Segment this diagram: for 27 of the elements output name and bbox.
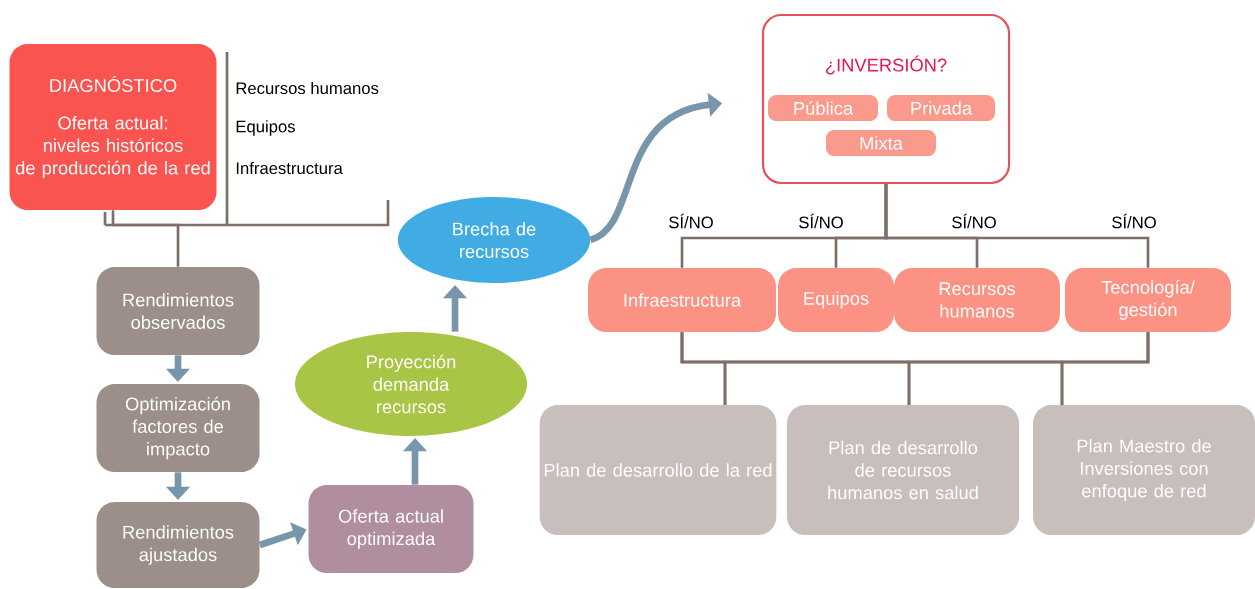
- connector-line: [884, 184, 1150, 268]
- process-box: Rendimientos ajustados: [96, 502, 260, 588]
- process-box: Oferta actual optimizada: [308, 485, 474, 573]
- connector-line: [111, 210, 180, 267]
- resource-box: Tecnología/ gestión: [1065, 268, 1231, 332]
- process-box: Rendimientos observados: [96, 267, 260, 355]
- resource-box: Equipos: [778, 268, 894, 332]
- edge-label: SÍ/NO: [666, 212, 716, 230]
- resource-label: Recursos humanos: [236, 81, 379, 95]
- resource-box: Infraestructura: [588, 268, 776, 332]
- node-label: Recursos humanos: [939, 282, 1016, 318]
- resource-box: Recursos humanos: [894, 268, 1060, 332]
- edge-label: SÍ/NO: [796, 212, 846, 230]
- option-pill: Mixta: [826, 130, 936, 156]
- edge-label: SÍ/NO: [949, 212, 999, 230]
- plan-box: Plan de desarrollo de la red: [539, 405, 777, 535]
- connector-line: [1060, 332, 1150, 405]
- process-box: DIAGNÓSTICO Oferta actual: niveles históricos de producción de la red: [9, 44, 217, 210]
- plan-box: Plan de desarrollo de recursos humanos en salud: [787, 405, 1019, 535]
- resource-label: Infraestructura: [236, 161, 343, 175]
- edge-label: SÍ/NO: [1109, 212, 1159, 230]
- node-label: Equipos: [804, 291, 869, 309]
- plan-box: Plan Maestro de Inversiones con enfoque de red: [1033, 405, 1255, 535]
- option-pill: Pública: [768, 95, 878, 121]
- process-box: Optimización factores de impacto: [96, 384, 260, 472]
- option-pill: Privada: [887, 95, 995, 121]
- resource-label: Equipos: [236, 120, 295, 136]
